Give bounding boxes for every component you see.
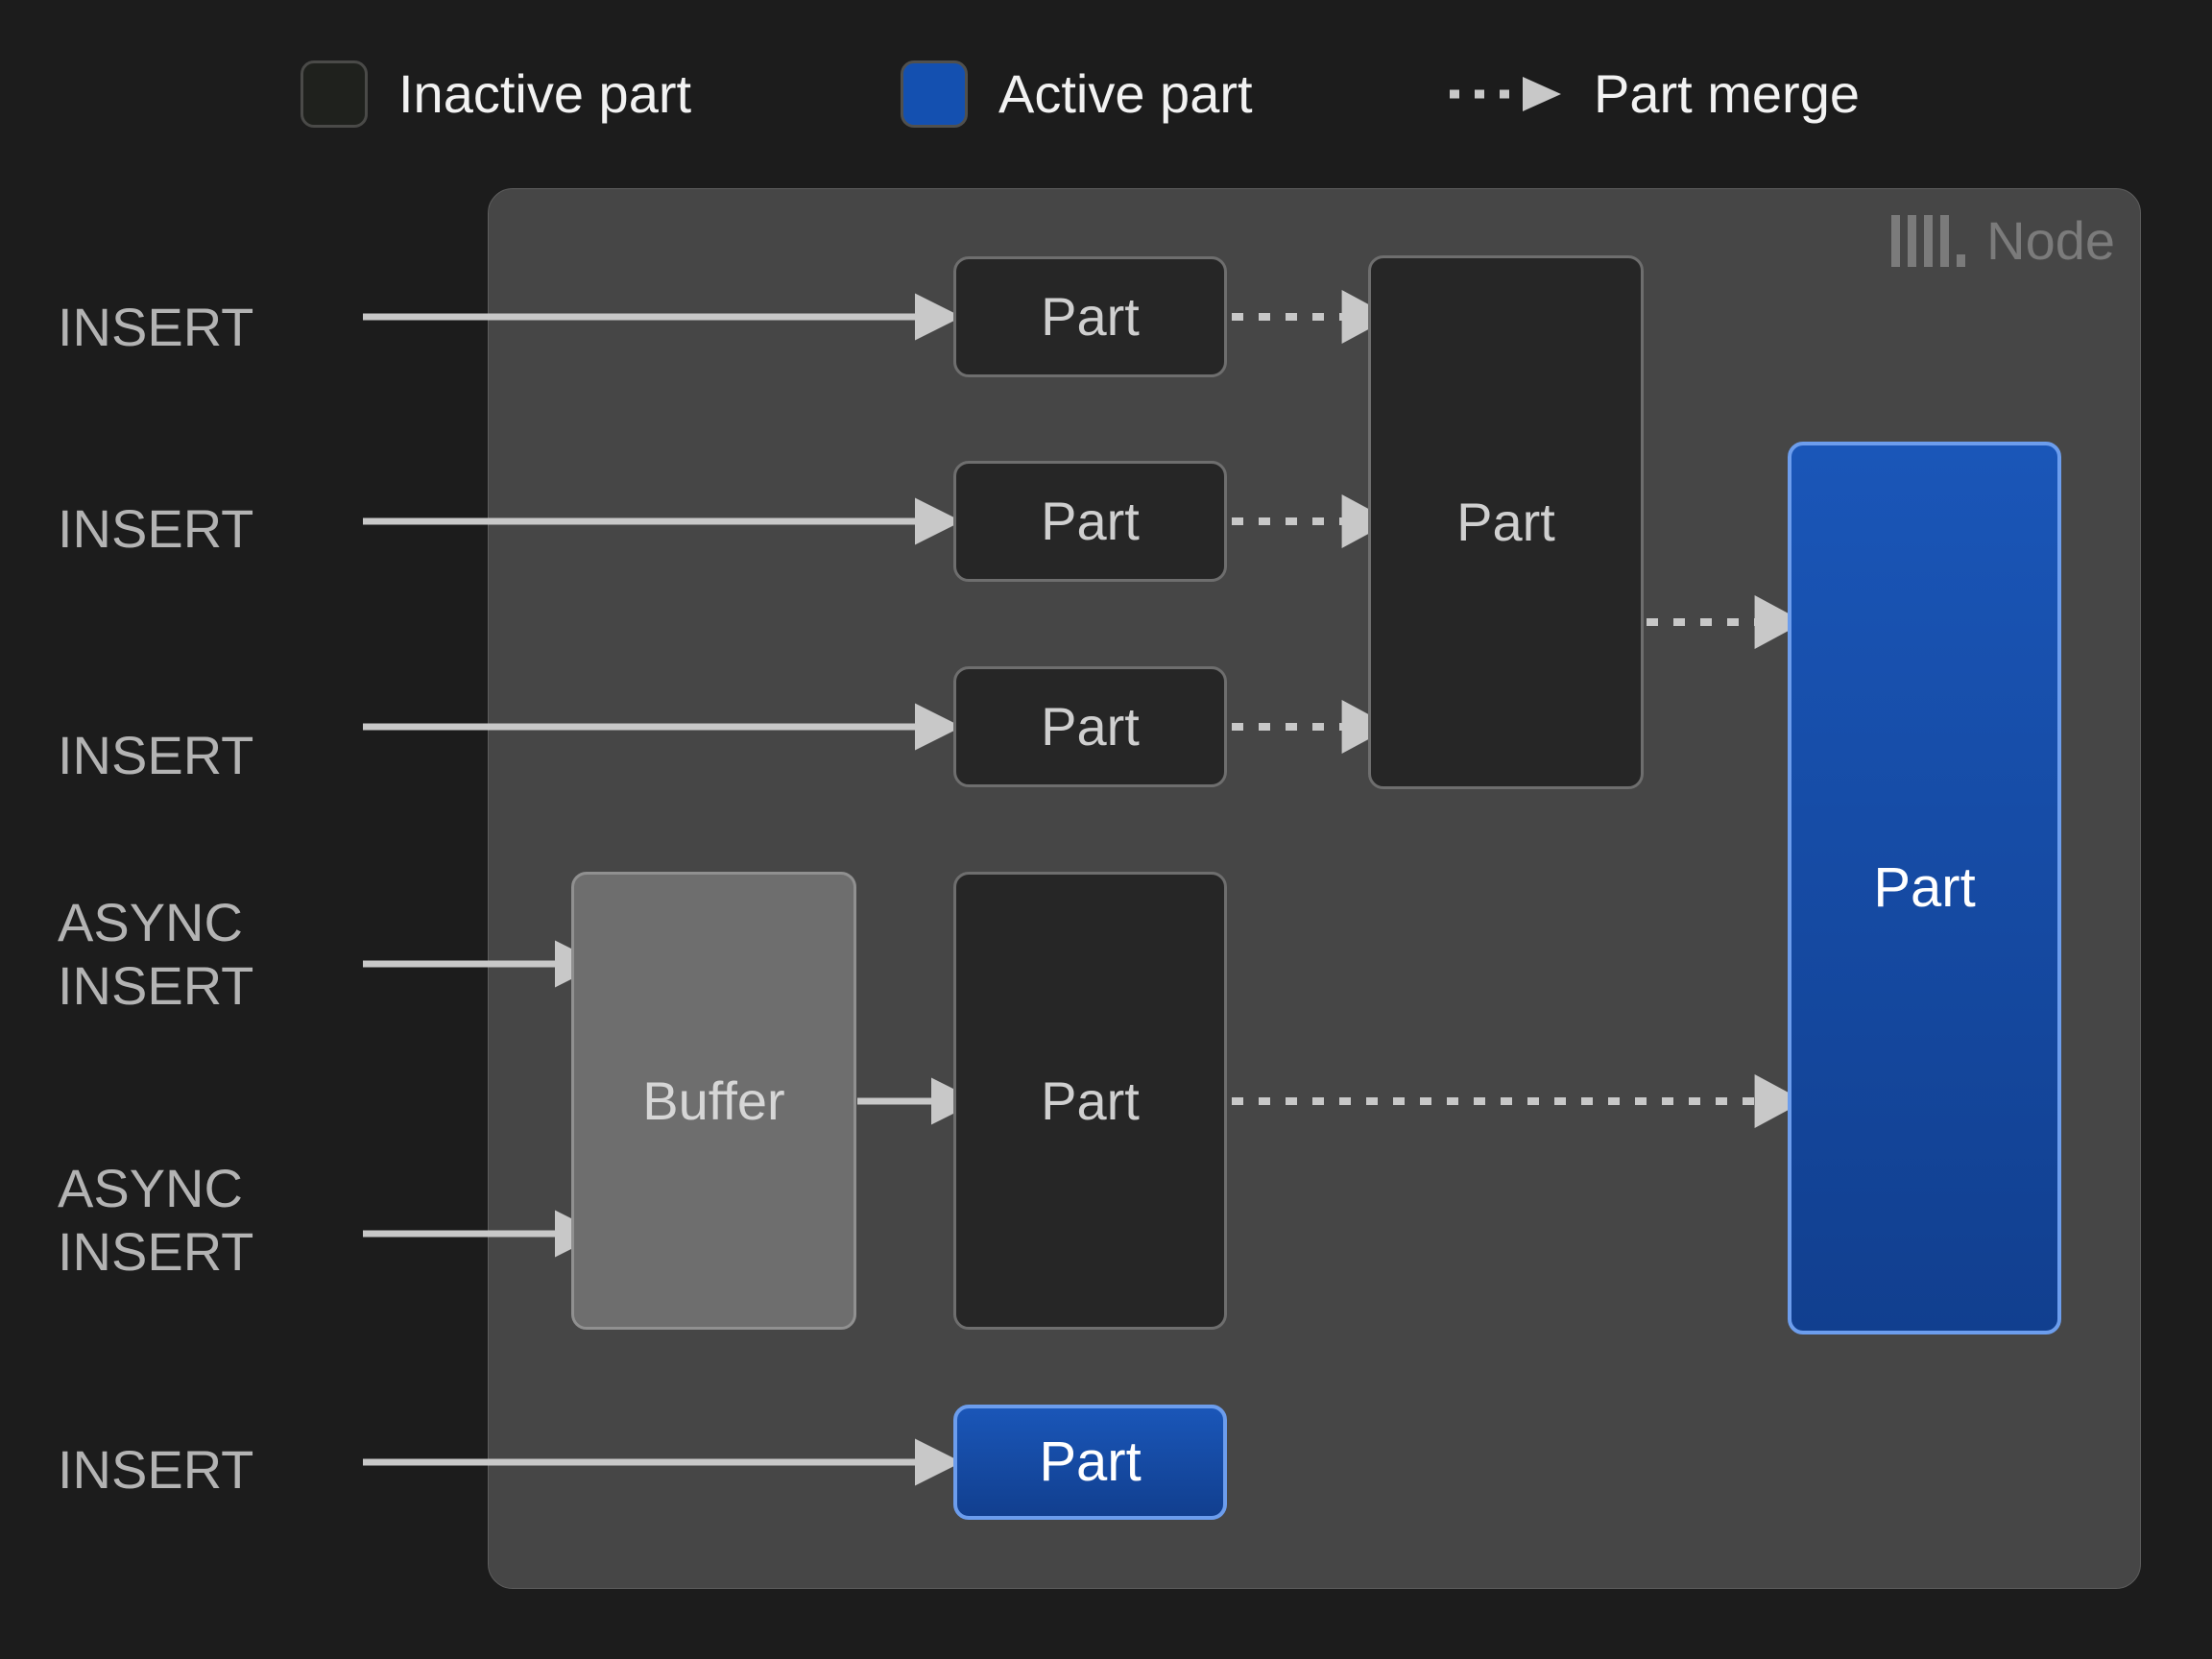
clickhouse-logo-icon: [1891, 215, 1966, 267]
part-box-1-label: Part: [1041, 286, 1140, 347]
big-merged-part-box-label: Part: [1873, 856, 1976, 919]
rounded-square-filled-icon: [901, 60, 968, 128]
dashed-arrow-icon: [1448, 75, 1563, 113]
node-badge: Node: [1891, 206, 2115, 276]
input-label-insert-3: INSERT: [58, 725, 254, 785]
legend-item-active-part: Active part: [901, 54, 1253, 134]
part-box-2-label: Part: [1041, 491, 1140, 551]
input-label-insert-4: INSERT: [58, 1439, 254, 1500]
legend-label-inactive-part: Inactive part: [398, 63, 692, 124]
part-box-2[interactable]: Part: [953, 461, 1227, 582]
part-box-1[interactable]: Part: [953, 256, 1227, 377]
input-label-async-insert-1: ASYNC INSERT: [58, 892, 254, 1016]
part-box-5-active[interactable]: Part: [953, 1405, 1227, 1520]
part-box-3[interactable]: Part: [953, 666, 1227, 787]
legend-label-part-merge: Part merge: [1594, 63, 1860, 124]
legend: Inactive part Active part Part merge: [0, 54, 2212, 134]
part-box-5-active-label: Part: [1039, 1431, 1142, 1493]
legend-item-part-merge: Part merge: [1448, 54, 1860, 134]
big-merged-part-box-active[interactable]: Part: [1788, 442, 2061, 1334]
buffer-box[interactable]: Buffer: [571, 872, 856, 1330]
rounded-square-outline-icon: [301, 60, 368, 128]
merged-part-box[interactable]: Part: [1368, 255, 1644, 789]
input-label-insert-1: INSERT: [58, 297, 254, 357]
legend-item-inactive-part: Inactive part: [301, 54, 691, 134]
part-box-4-label: Part: [1041, 1070, 1140, 1131]
buffer-box-label: Buffer: [642, 1070, 785, 1131]
legend-label-active-part: Active part: [998, 63, 1253, 124]
part-box-4[interactable]: Part: [953, 872, 1227, 1330]
input-label-insert-2: INSERT: [58, 498, 254, 559]
merged-part-box-label: Part: [1456, 492, 1555, 552]
part-box-3-label: Part: [1041, 696, 1140, 757]
node-label: Node: [1986, 210, 2115, 271]
input-label-async-insert-2: ASYNC INSERT: [58, 1158, 254, 1282]
